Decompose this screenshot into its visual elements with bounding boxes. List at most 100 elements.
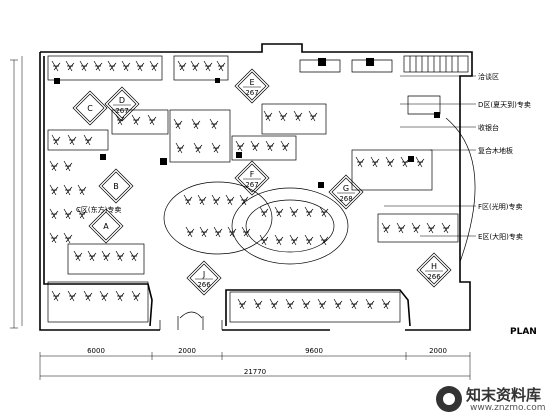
shoe-mark <box>115 250 125 262</box>
shoe-mark <box>183 194 193 206</box>
shoe-mark <box>51 134 61 146</box>
watermark-title: 知末资料库 <box>466 386 542 404</box>
shoe-mark <box>227 226 237 238</box>
shoe-mark <box>269 298 279 310</box>
shoe-mark <box>129 250 139 262</box>
shoe-mark <box>63 208 73 220</box>
label-zone-f: F区(光明)专卖 <box>478 202 523 211</box>
shoe-mark <box>333 298 343 310</box>
left-dimension <box>10 56 23 329</box>
zone-tag-number: 266 <box>427 273 441 281</box>
shoe-mark <box>441 222 451 234</box>
shoe-mark <box>280 140 290 152</box>
shoe-mark <box>77 208 87 220</box>
shoe-mark <box>237 298 247 310</box>
shoe-mark <box>93 60 103 72</box>
watermark-url: www.znzmo.com <box>470 403 546 413</box>
shoe-mark <box>289 206 299 218</box>
shoe-mark <box>83 290 93 302</box>
shoe-mark <box>211 142 221 154</box>
shoe-mark <box>199 226 209 238</box>
zone-tag-c: C <box>72 90 108 126</box>
plan-title: PLAN <box>510 327 537 337</box>
shoe-mark <box>308 110 318 122</box>
shoe-mark <box>253 298 263 310</box>
shoe-mark <box>175 142 185 154</box>
shoe-mark <box>131 114 141 126</box>
shoe-mark <box>173 118 183 130</box>
shoe-mark <box>87 250 97 262</box>
shoe-mark <box>79 60 89 72</box>
shoe-mark <box>396 222 406 234</box>
zone-tag-b: B <box>98 168 134 204</box>
shoe-mark <box>411 222 421 234</box>
shoe-mark <box>293 110 303 122</box>
shoe-mark <box>385 156 395 168</box>
zone-tag-number: 267 <box>115 107 128 115</box>
shoe-mark <box>101 250 111 262</box>
shoe-mark <box>63 160 73 172</box>
shoe-mark <box>197 194 207 206</box>
shoe-mark <box>115 290 125 302</box>
shoe-mark <box>67 290 77 302</box>
shoe-mark <box>73 250 83 262</box>
shoe-mark <box>241 226 251 238</box>
zone-tag-letter: F <box>250 170 255 179</box>
shoe-mark <box>426 222 436 234</box>
shoe-mark <box>349 298 359 310</box>
shoe-mark <box>77 184 87 196</box>
shoe-mark <box>225 194 235 206</box>
dim-seg3: 9600 <box>305 347 323 355</box>
zone-tag-letter: G <box>343 184 349 193</box>
watermark-logo <box>436 386 462 412</box>
dim-total: 21770 <box>244 368 266 376</box>
shoe-mark <box>259 234 269 246</box>
shoe-mark <box>211 194 221 206</box>
label-zone-d: D区(夏天到)专卖 <box>478 100 531 109</box>
shoe-mark <box>263 110 273 122</box>
shoe-mark <box>63 184 73 196</box>
shoe-mark <box>51 290 61 302</box>
round-displays <box>163 181 349 265</box>
shoe-mark <box>51 60 61 72</box>
shoe-mark <box>274 206 284 218</box>
dim-seg2: 2000 <box>178 347 196 355</box>
stair <box>403 55 469 73</box>
label-floor: 复合木地板 <box>478 146 513 155</box>
shoe-mark <box>355 156 365 168</box>
shoe-mark <box>274 234 284 246</box>
zone-tag-letter: C <box>87 104 93 113</box>
zone-tag-letter: A <box>103 222 109 231</box>
zone-tag-letter: H <box>431 262 437 271</box>
zone-tag-letter: J <box>202 270 205 279</box>
outer-walls <box>39 43 473 331</box>
shoe-mark <box>49 232 59 244</box>
dim-seg1: 6000 <box>87 347 105 355</box>
bottom-dimensions: 6000 2000 9600 2000 21770 <box>39 347 471 380</box>
shoe-mark <box>415 156 425 168</box>
shoe-mark <box>49 184 59 196</box>
shoe-mark <box>304 234 314 246</box>
zone-tag-number: 267 <box>245 89 258 97</box>
shoe-mark <box>289 234 299 246</box>
shoe-mark <box>135 60 145 72</box>
zone-tag-a: A <box>88 208 124 244</box>
shoe-mark <box>190 60 200 72</box>
shoe-mark <box>317 298 327 310</box>
shoe-mark <box>265 140 275 152</box>
shoe-mark <box>304 206 314 218</box>
shoe-mark <box>381 298 391 310</box>
shoe-mark <box>131 290 141 302</box>
shoe-mark <box>147 114 157 126</box>
shoe-mark <box>235 140 245 152</box>
pillars <box>54 58 440 188</box>
shoe-mark <box>63 232 73 244</box>
booth-walls <box>47 55 476 323</box>
